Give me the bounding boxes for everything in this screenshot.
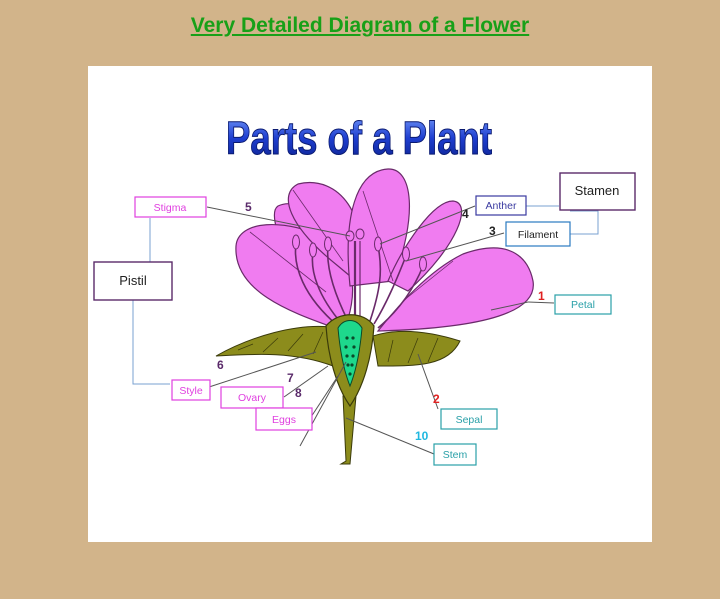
petal-label: Petal	[554, 294, 612, 315]
group-connectors	[132, 205, 599, 385]
style-number: 6	[217, 358, 224, 372]
anther-label: Anther	[475, 195, 527, 216]
sepal-number: 2	[433, 392, 440, 406]
ovary-text: Ovary	[238, 392, 267, 404]
stem-number: 10	[415, 429, 429, 443]
sepal-veins	[237, 331, 439, 364]
petals	[235, 168, 534, 332]
filament-label: Filament	[505, 221, 571, 247]
slide-title: Very Detailed Diagram of a Flower	[190, 14, 530, 37]
flower-diagram: Parts of a Plant	[93, 112, 636, 466]
sepal-right	[372, 330, 461, 367]
anther-number: 4	[462, 207, 469, 221]
petal-right	[376, 247, 534, 332]
eggs-text: Eggs	[272, 414, 296, 426]
ovary-label: Ovary	[220, 386, 284, 409]
filament-number: 3	[489, 224, 496, 238]
stigma-number: 5	[245, 200, 252, 214]
ovary	[337, 320, 363, 388]
sepal-label: Sepal	[440, 408, 498, 430]
stem-label: Stem	[433, 443, 477, 466]
stamen-text: Stamen	[575, 183, 620, 198]
petal-text: Petal	[571, 299, 595, 311]
pistil-group-label: Pistil	[93, 261, 173, 301]
diagram-headline: Parts of a Plant	[226, 112, 492, 164]
anthers	[292, 234, 427, 272]
style-text: Style	[179, 385, 203, 397]
petal-top-right	[347, 168, 410, 287]
diagram-panel: Parts of a Plant	[88, 66, 652, 542]
stigma-text: Stigma	[154, 202, 187, 214]
pistil-top	[345, 228, 365, 316]
filament-text: Filament	[518, 229, 558, 241]
ovary-number: 7	[287, 371, 294, 385]
petal-number: 1	[538, 289, 545, 303]
stem	[339, 395, 357, 465]
petal-veins	[249, 189, 454, 302]
sepal-left	[215, 325, 339, 367]
eggs-label: Eggs	[255, 407, 313, 431]
leader-lines	[205, 205, 555, 455]
stem-text: Stem	[443, 449, 468, 461]
anther-text: Anther	[486, 200, 517, 212]
stigma-label: Stigma	[134, 196, 207, 218]
eggs-number: 8	[295, 386, 302, 400]
stamens	[294, 243, 424, 329]
ovules	[344, 336, 356, 376]
pistil-text: Pistil	[119, 273, 147, 288]
sepal-text: Sepal	[456, 414, 483, 426]
stamen-group-label: Stamen	[559, 172, 636, 211]
petal-right-up	[387, 200, 463, 292]
sepals	[215, 325, 461, 367]
style-label: Style	[171, 379, 211, 401]
